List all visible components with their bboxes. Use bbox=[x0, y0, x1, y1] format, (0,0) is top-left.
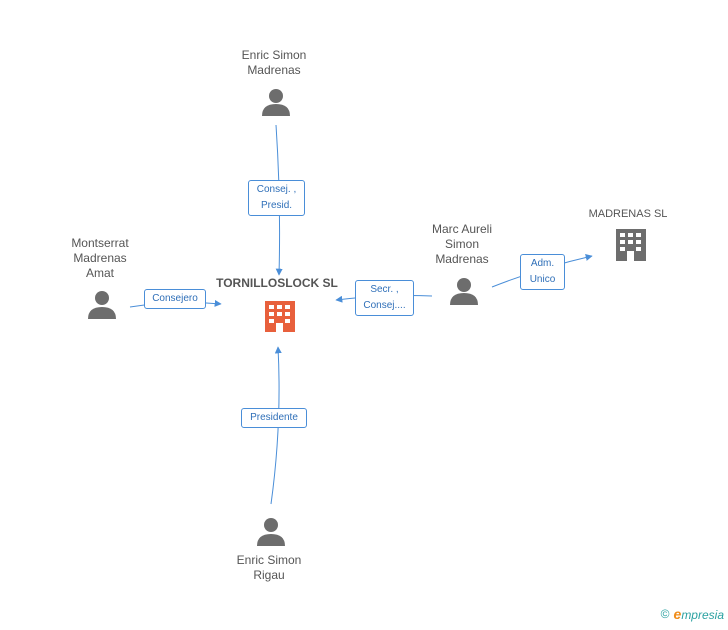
person-icon-left[interactable] bbox=[88, 291, 116, 319]
node-name-line: Madrenas bbox=[247, 63, 301, 77]
person-icon-right[interactable] bbox=[450, 278, 478, 305]
edge-label-right-company[interactable]: Adm. Unico bbox=[520, 254, 565, 290]
edge-label-left[interactable]: Consejero bbox=[144, 289, 206, 309]
node-label-center[interactable]: TORNILLOSLOCK SL bbox=[216, 276, 338, 290]
node-name-line: Madrenas bbox=[435, 252, 489, 266]
footer-watermark: © empresia bbox=[661, 606, 724, 622]
node-name-line: Marc Aureli bbox=[431, 222, 493, 236]
node-name-line: Rigau bbox=[253, 568, 285, 582]
node-label-right-person[interactable]: Marc Aureli Simon Madrenas bbox=[402, 222, 522, 267]
building-icon-company[interactable] bbox=[616, 229, 646, 261]
node-name-line: Madrenas bbox=[73, 251, 127, 265]
node-label-left[interactable]: Montserrat Madrenas Amat bbox=[40, 236, 160, 281]
node-label-right-company[interactable]: MADRENAS SL bbox=[588, 208, 668, 220]
building-icon-center[interactable] bbox=[265, 301, 295, 332]
node-label-bottom[interactable]: Enric Simon Rigau bbox=[209, 553, 329, 583]
brand-initial: e bbox=[673, 606, 682, 622]
edge-label-right-person[interactable]: Secr. , Consej.... bbox=[355, 280, 414, 316]
node-name-line: Enric Simon bbox=[236, 553, 302, 567]
node-label-top[interactable]: Enric Simon Madrenas bbox=[214, 48, 334, 78]
brand-logo: empresia bbox=[674, 606, 724, 622]
person-icon-bottom[interactable] bbox=[257, 518, 285, 546]
node-name-line: Enric Simon bbox=[241, 48, 307, 62]
node-name-line: Amat bbox=[85, 266, 114, 280]
edge-label-bottom[interactable]: Presidente bbox=[241, 408, 307, 428]
copyright-icon: © bbox=[660, 607, 670, 621]
node-name-line: Montserrat bbox=[71, 236, 129, 250]
person-icon-top[interactable] bbox=[262, 89, 290, 116]
brand-name: mpresia bbox=[681, 608, 724, 622]
edge-label-top[interactable]: Consej. , Presid. bbox=[248, 180, 305, 216]
node-name-line: Simon bbox=[444, 237, 479, 251]
